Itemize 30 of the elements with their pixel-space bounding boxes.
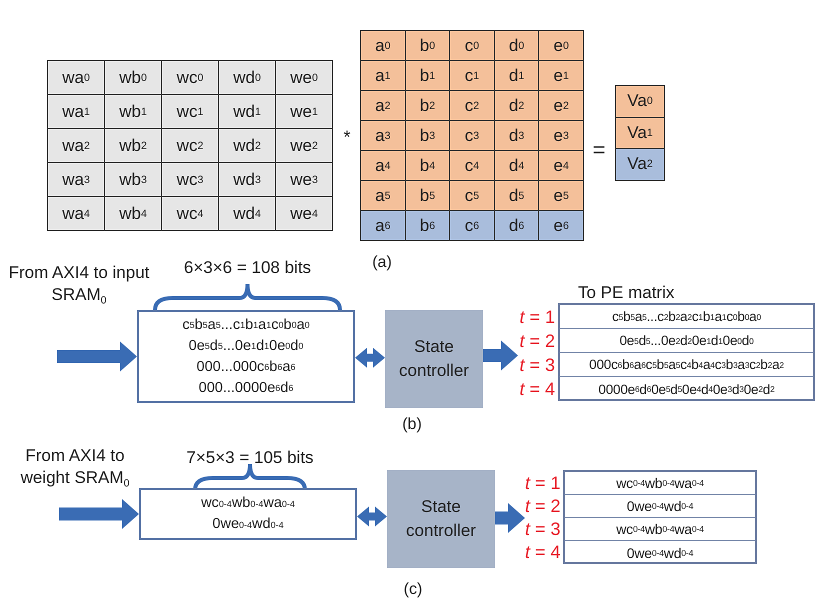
- source-label: From AXI4 to input SRAM$_{0}$: [8, 262, 150, 306]
- operator-symbol: *: [342, 127, 352, 148]
- time-step-label: t = 3: [518, 354, 555, 377]
- source-label: From AXI4 to weight SRAM$_{0}$: [20, 445, 130, 489]
- time-step-label: t = 3: [525, 518, 560, 541]
- time-step-label: t = 2: [525, 495, 560, 518]
- memory-box: [137, 310, 355, 403]
- time-step-label: t = 4: [525, 541, 560, 564]
- table-heading: To PE matrix: [578, 283, 676, 303]
- bit-width-label: 7×5×3 = 105 bits: [185, 448, 315, 468]
- arrow: [495, 503, 525, 533]
- arrow: [59, 499, 139, 529]
- time-step-label: t = 2: [518, 330, 555, 353]
- double-arrow: [357, 506, 387, 526]
- time-step-label: t = 4: [518, 378, 555, 401]
- memory-box: [139, 488, 357, 540]
- double-arrow: [355, 348, 385, 368]
- bit-width-label: 6×3×6 = 108 bits: [182, 258, 312, 278]
- time-step-label: t = 1: [518, 306, 555, 329]
- controller-box: [387, 470, 495, 568]
- panel-label: (a): [371, 254, 393, 272]
- panel-label: (b): [401, 416, 423, 434]
- arrow: [483, 340, 518, 370]
- panel-label: (c): [402, 581, 424, 599]
- controller-label: State controller: [398, 336, 470, 382]
- time-step-label: t = 1: [525, 472, 560, 495]
- controller-box: [385, 310, 483, 408]
- operator-symbol: =: [592, 137, 606, 163]
- controller-label: State controller: [405, 496, 477, 542]
- arrow: [57, 342, 137, 372]
